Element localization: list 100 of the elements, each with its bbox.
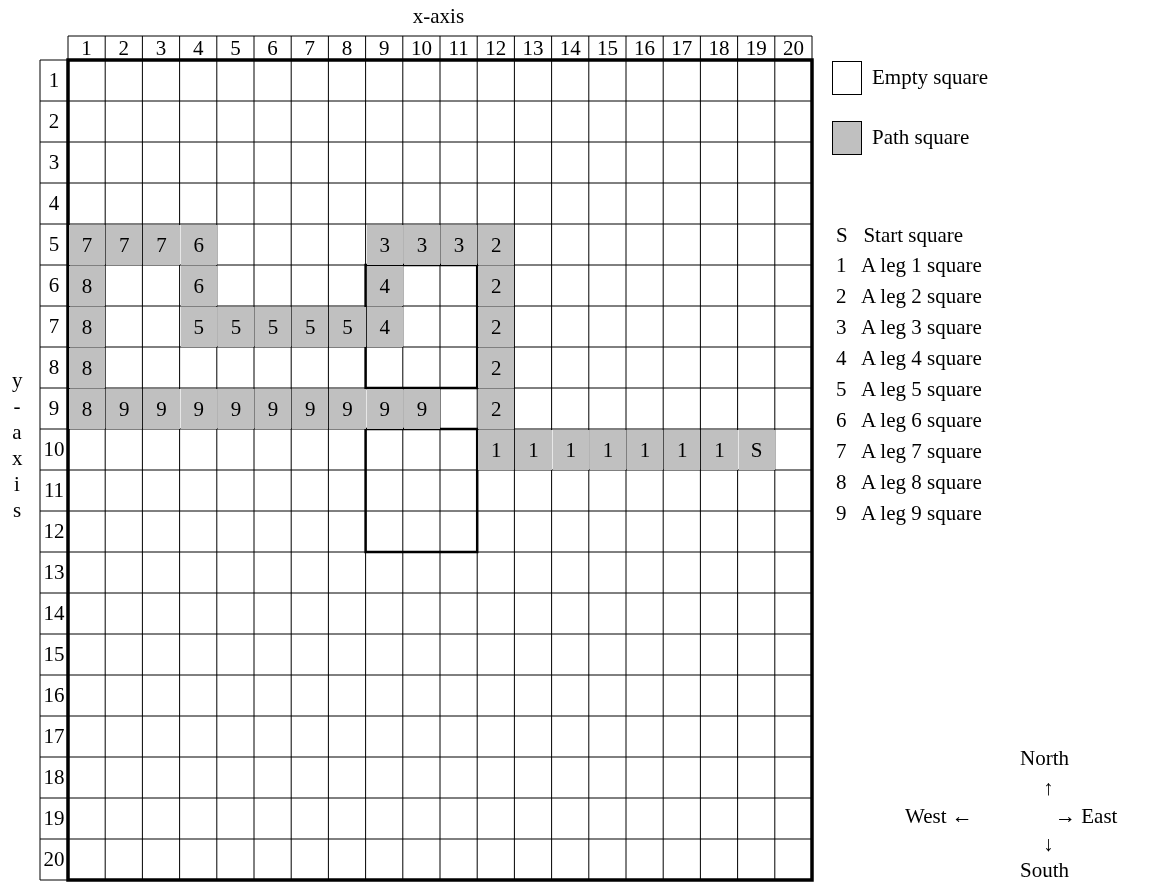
compass-label: North — [1020, 746, 1069, 771]
path-square: 8 — [69, 348, 106, 388]
path-square: 2 — [478, 348, 515, 388]
column-number: 1 — [80, 36, 93, 60]
column-number: 3 — [154, 36, 168, 60]
path-square: 2 — [478, 389, 515, 429]
legend-text: 2 A leg 2 square — [836, 284, 982, 309]
path-square: 6 — [180, 266, 217, 306]
path-square: 5 — [217, 307, 254, 347]
path-square: 1 — [478, 430, 515, 470]
path-square: 7 — [143, 225, 180, 265]
row-number: 8 — [47, 354, 61, 381]
compass-label: West ← — [905, 804, 973, 829]
path-square: 1 — [664, 430, 701, 470]
column-number: 11 — [447, 36, 470, 60]
path-square: 1 — [701, 430, 738, 470]
row-number: 14 — [42, 600, 66, 627]
row-number: 17 — [42, 723, 66, 750]
row-number: 13 — [42, 559, 66, 586]
legend-text: Path square — [872, 125, 970, 150]
legend-text: 3 A leg 3 square — [836, 315, 982, 340]
path-square: 3 — [403, 225, 440, 265]
row-number: 15 — [42, 641, 66, 668]
path-square: 5 — [180, 307, 217, 347]
path-square: 4 — [366, 266, 403, 306]
path-square: 1 — [627, 430, 664, 470]
compass-label: ↑ — [1043, 776, 1054, 801]
column-number: 13 — [521, 36, 545, 60]
row-number: 12 — [42, 518, 66, 545]
row-number: 3 — [47, 149, 61, 176]
row-number: 9 — [47, 395, 61, 422]
path-square: 6 — [180, 225, 217, 265]
path-square: 1 — [589, 430, 626, 470]
column-number: 6 — [266, 36, 279, 60]
compass-label: → East — [1055, 804, 1118, 829]
path-square: 8 — [69, 307, 106, 347]
column-number: 20 — [781, 36, 805, 60]
column-number: 14 — [558, 36, 582, 60]
row-number: 4 — [47, 190, 61, 217]
axis-title: y-axis — [12, 367, 22, 523]
legend-text: 1 A leg 1 square — [836, 253, 982, 278]
row-number: 10 — [42, 436, 66, 463]
legend-text: 5 A leg 5 square — [836, 377, 982, 402]
path-square: 1 — [552, 430, 589, 470]
column-number: 17 — [670, 36, 694, 60]
path-square: 9 — [329, 389, 366, 429]
path-square: 8 — [69, 389, 106, 429]
path-square: 5 — [255, 307, 292, 347]
path-square: 9 — [403, 389, 440, 429]
path-square: 3 — [441, 225, 478, 265]
path-square: 9 — [292, 389, 329, 429]
row-number: 20 — [42, 846, 66, 873]
path-square: 1 — [515, 430, 552, 470]
legend-text: S Start square — [836, 223, 964, 248]
path-square: 9 — [255, 389, 292, 429]
compass-label: South — [1020, 858, 1069, 883]
path-square: 7 — [106, 225, 143, 265]
column-number: 19 — [744, 36, 768, 60]
legend-text: 6 A leg 6 square — [836, 408, 982, 433]
column-number: 2 — [117, 36, 131, 60]
legend-text: 7 A leg 7 square — [836, 439, 982, 464]
column-number: 12 — [484, 36, 508, 60]
path-square: 8 — [69, 266, 106, 306]
path-square: 5 — [329, 307, 366, 347]
row-number: 1 — [47, 67, 61, 94]
row-number: 19 — [42, 805, 66, 832]
column-number: 16 — [633, 36, 657, 60]
legend-text: 4 A leg 4 square — [836, 346, 982, 371]
column-number: 15 — [595, 36, 619, 60]
path-square: S — [738, 430, 775, 470]
path-square: 4 — [366, 307, 403, 347]
path-square: 9 — [143, 389, 180, 429]
path-square: 7 — [69, 225, 106, 265]
column-number: 10 — [409, 36, 433, 60]
column-number: 18 — [707, 36, 731, 60]
column-number: 9 — [377, 36, 391, 60]
axis-title: x-axis — [412, 4, 465, 29]
legend-text: 9 A leg 9 square — [836, 501, 982, 526]
column-number: 8 — [340, 36, 354, 60]
path-square: 9 — [180, 389, 217, 429]
row-number: 18 — [42, 764, 66, 791]
row-number: 5 — [47, 231, 61, 258]
row-number: 16 — [42, 682, 66, 709]
row-number: 6 — [47, 272, 61, 299]
row-number: 11 — [42, 477, 66, 504]
compass-label: ↓ — [1043, 832, 1054, 857]
path-square: 9 — [106, 389, 143, 429]
column-number: 4 — [191, 36, 205, 60]
row-number: 2 — [47, 108, 61, 135]
path-square: 3 — [366, 225, 403, 265]
path-square: 5 — [292, 307, 329, 347]
column-number: 5 — [229, 36, 242, 60]
path-square: 2 — [478, 307, 515, 347]
row-number: 7 — [47, 313, 61, 340]
path-square: 2 — [478, 225, 515, 265]
legend-text: 8 A leg 8 square — [836, 470, 982, 495]
path-square: 9 — [217, 389, 254, 429]
path-square: 9 — [366, 389, 403, 429]
legend-text: Empty square — [872, 65, 989, 90]
path-square: 2 — [478, 266, 515, 306]
